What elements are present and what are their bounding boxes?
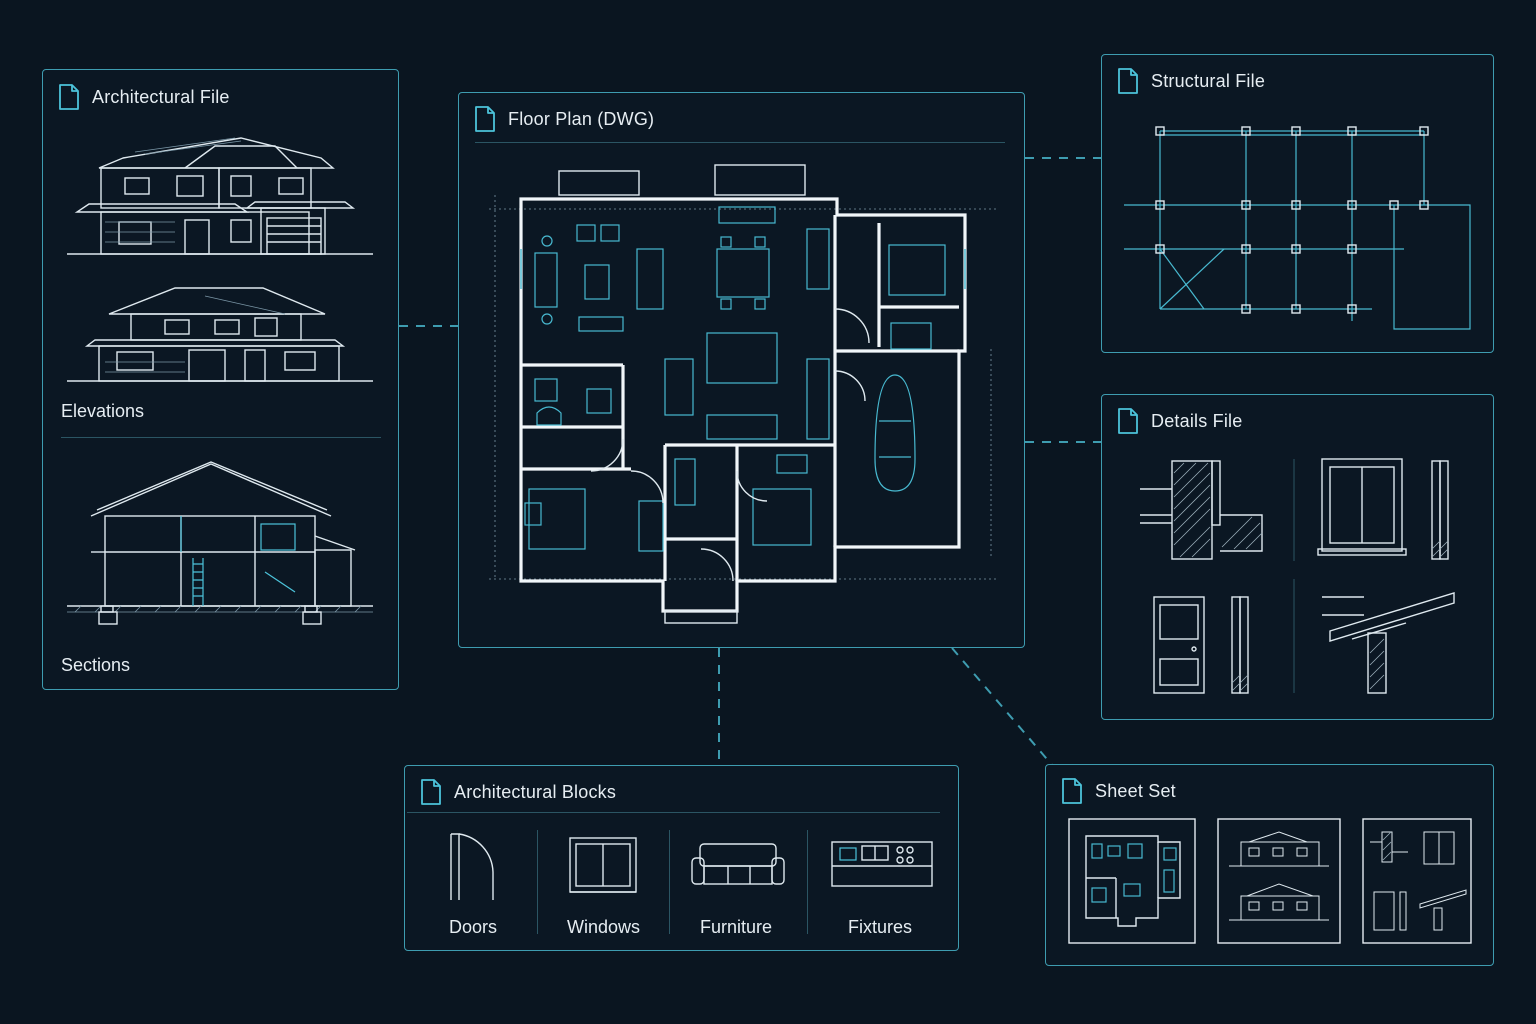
connector-floor-sheetset [951,647,1053,766]
divider [475,142,1005,143]
block-item-doors[interactable]: Doors [405,826,537,946]
divider [669,830,670,934]
divider [807,830,808,934]
file-document-icon [1062,778,1082,804]
file-document-icon [475,106,495,132]
architectural-file-panel[interactable]: Architectural File [42,69,399,690]
details-drawings [1140,458,1455,694]
file-document-icon [1118,408,1138,434]
elevations-label: Elevations [61,401,145,421]
block-item-fixtures[interactable]: Fixtures [808,826,960,946]
block-item-furniture[interactable]: Furniture [670,826,807,946]
divider [407,812,940,813]
file-document-icon [1118,68,1138,94]
floor-plan-panel[interactable]: Floor Plan (DWG) [458,92,1025,648]
sheet-set-title: Sheet Set [1095,780,1176,801]
structural-file-title: Structural File [1151,70,1266,91]
sheet-thumbnail-floor-plan[interactable] [1068,818,1196,944]
sheet-thumbnail-elevations[interactable] [1217,818,1341,944]
block-item-label: Doors [449,917,498,937]
divider [537,830,538,934]
divider [61,437,381,438]
architectural-file-title: Architectural File [92,86,230,107]
elevation-drawing-front [67,137,373,255]
file-document-icon [421,779,441,805]
floor-plan-drawing [489,164,999,624]
door-icon [450,833,494,900]
structural-grid-drawing [1124,126,1471,330]
window-icon [569,837,637,893]
block-item-label: Fixtures [848,917,913,937]
block-item-label: Windows [567,917,641,937]
details-file-title: Details File [1151,410,1243,431]
structural-file-panel[interactable]: Structural File [1101,54,1494,353]
details-file-panel[interactable]: Details File [1101,394,1494,720]
sections-label: Sections [61,655,131,675]
block-item-label: Furniture [700,917,773,937]
elevation-drawing-side [67,287,373,382]
architectural-blocks-panel[interactable]: Architectural Blocks Doors Windows [404,765,959,951]
sheet-set-panel[interactable]: Sheet Set [1045,764,1494,966]
architectural-blocks-title: Architectural Blocks [454,781,617,802]
file-document-icon [59,84,79,110]
sofa-icon [691,843,785,885]
section-drawing [67,461,373,625]
sheet-thumbnail-details[interactable] [1362,818,1472,944]
kitchen-counter-icon [831,841,933,887]
floor-plan-title: Floor Plan (DWG) [508,108,655,129]
block-item-windows[interactable]: Windows [538,826,669,946]
